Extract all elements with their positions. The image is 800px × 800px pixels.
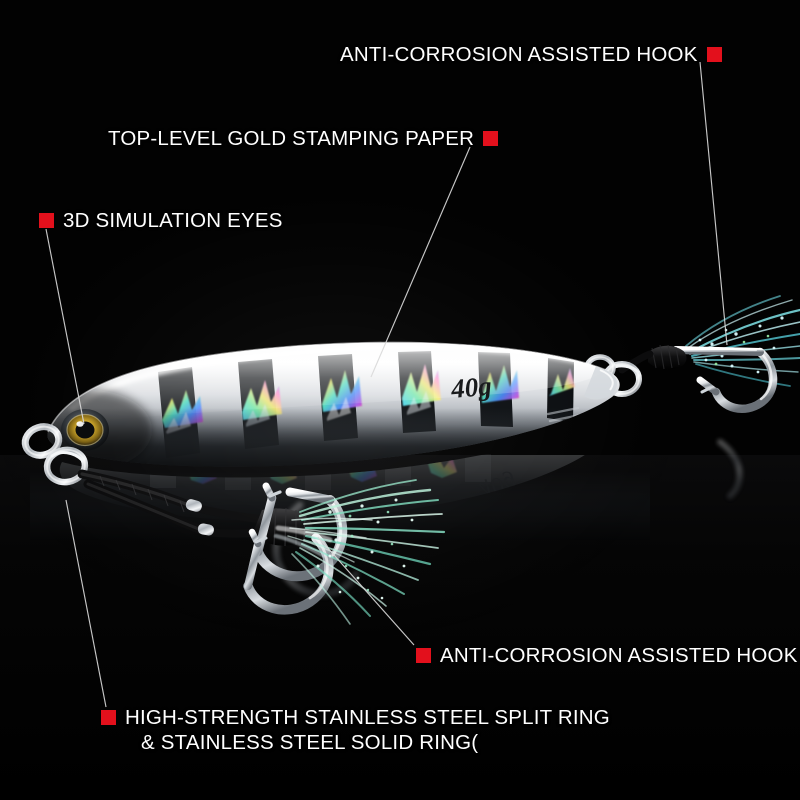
callout-bullet-icon bbox=[101, 710, 116, 725]
callout-anti-corrosion-hook-bottom[interactable]: ANTI-CORROSION ASSISTED HOOK bbox=[416, 643, 798, 668]
solid-ring-head bbox=[21, 423, 63, 459]
callout-bullet-icon bbox=[39, 213, 54, 228]
callout-split-ring-solid-ring[interactable]: HIGH-STRENGTH STAINLESS STEEL SPLIT RING… bbox=[101, 705, 610, 755]
callout-bullet-icon bbox=[706, 47, 722, 62]
callout-label: TOP-LEVEL GOLD STAMPING PAPER bbox=[108, 127, 475, 150]
3d-simulation-eye bbox=[61, 409, 109, 451]
tinsel-flash-rear bbox=[685, 295, 800, 387]
callout-gold-stamping-paper[interactable]: TOP-LEVEL GOLD STAMPING PAPER bbox=[108, 126, 499, 151]
callout-bullet-icon bbox=[416, 648, 431, 663]
callout-bullet-icon bbox=[483, 131, 499, 146]
callout-label: ANTI-CORROSION ASSISTED HOOK bbox=[440, 644, 798, 667]
callout-label-line-2: & STAINLESS STEEL SOLID RING( bbox=[141, 731, 479, 754]
callout-label: 3D SIMULATION EYES bbox=[63, 209, 283, 232]
leader-3d-simulation-eyes bbox=[45, 228, 85, 425]
callout-label: ANTI-CORROSION ASSISTED HOOK bbox=[340, 43, 698, 66]
weight-marking: 40g bbox=[449, 371, 493, 405]
callout-anti-corrosion-hook-top[interactable]: ANTI-CORROSION ASSISTED HOOK bbox=[340, 42, 722, 67]
callout-label-line-1: HIGH-STRENGTH STAINLESS STEEL SPLIT RING bbox=[125, 706, 610, 729]
assist-hook-rear bbox=[584, 295, 800, 414]
split-ring-head bbox=[43, 446, 89, 486]
leader-anti-corrosion-hook-top bbox=[699, 61, 728, 346]
head-rings bbox=[21, 423, 89, 486]
callout-3d-simulation-eyes[interactable]: 3D SIMULATION EYES bbox=[39, 208, 283, 233]
